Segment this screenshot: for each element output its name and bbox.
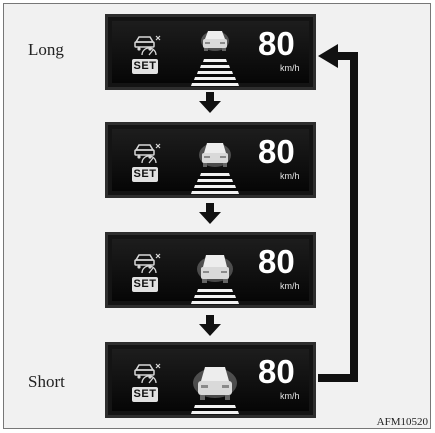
distance-graphic-short [191,367,239,414]
speed-unit: km/h [280,391,300,401]
panel-screen: SET 80 km/h [112,21,309,86]
cruise-control-icon [134,253,161,274]
speed-value: 80 [258,25,295,62]
set-badge: SET [132,387,158,402]
speed-value: 80 [258,243,295,280]
distance-graphic-middle [191,143,239,194]
down-arrow-icon [199,203,221,224]
set-badge: SET [132,277,158,292]
panel-screen: SET 80 km/h [112,239,309,304]
down-arrow-icon [199,315,221,336]
speed-unit: km/h [280,63,300,73]
speed-unit: km/h [280,281,300,291]
distance-graphic-short-middle [191,255,239,304]
set-badge: SET [132,167,158,182]
speed-value: 80 [258,353,295,390]
display-panel-long: SET 80 km/h [105,14,316,90]
label-long: Long [28,40,64,59]
display-panel-short-middle: SET 80 km/h [105,232,316,308]
speed-value: 80 [258,133,295,170]
panel-screen: SET 80 km/h [112,349,309,414]
distance-graphic-long [191,31,239,86]
down-arrow-icon [199,92,221,113]
figure-code: AFM10520 [376,416,428,428]
display-panel-short: SET 80 km/h [105,342,316,418]
cruise-control-icon [134,363,161,384]
panel-screen: SET 80 km/h [112,129,309,194]
cruise-control-icon [134,143,161,164]
diagram-frame: Long Short SET [3,3,431,429]
label-short: Short [28,372,65,391]
display-panel-middle: SET 80 km/h [105,122,316,198]
speed-unit: km/h [280,171,300,181]
return-arrow-icon [318,44,358,382]
cruise-control-icon [134,35,161,56]
set-badge: SET [132,59,158,74]
